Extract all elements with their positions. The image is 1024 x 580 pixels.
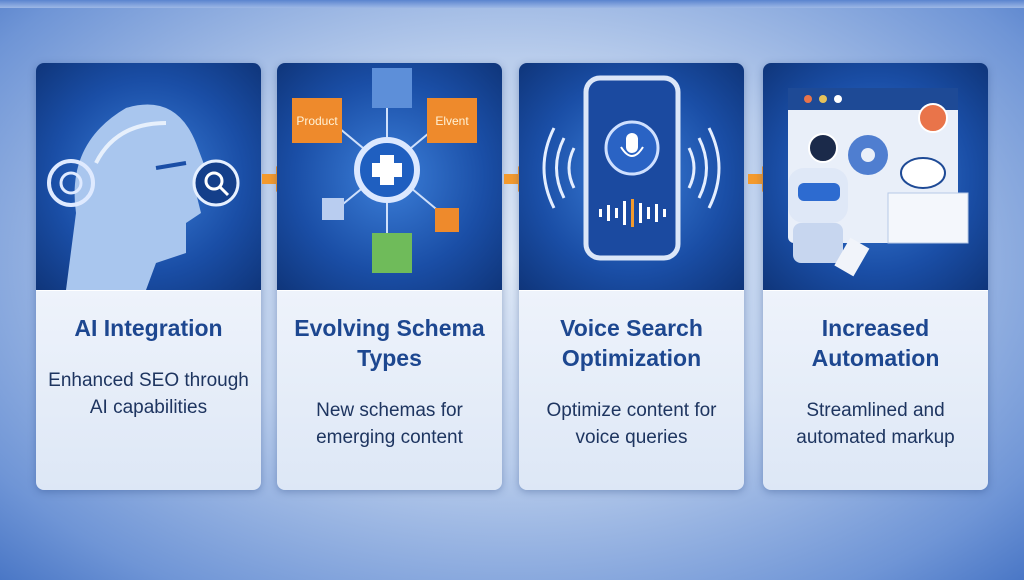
schema-network-icon: Product Elvent bbox=[277, 63, 502, 290]
step-description: New schemas for emerging content bbox=[316, 400, 463, 448]
step-description: Streamlined and automated markup bbox=[796, 400, 955, 448]
step-card-voice-search: Voice Search Optimization Optimize conte… bbox=[519, 63, 744, 490]
product-label: Product bbox=[296, 114, 338, 128]
step-title: Increased Automation bbox=[811, 315, 940, 371]
voice-phone-icon bbox=[519, 63, 744, 290]
step-description: Optimize content for voice queries bbox=[546, 400, 717, 448]
step-title: Voice Search Optimization bbox=[560, 315, 703, 371]
step-title: AI Integration bbox=[74, 315, 223, 341]
top-border bbox=[0, 0, 1024, 8]
step-description: Enhanced SEO through AI capabilities bbox=[48, 370, 249, 418]
step-card-evolving-schema: Product Elvent Evolving Schema Types New… bbox=[277, 63, 502, 490]
step-card-ai-integration: AI Integration Enhanced SEO through AI c… bbox=[36, 63, 261, 490]
step-card-increased-automation: Increased Automation Streamlined and aut… bbox=[763, 63, 988, 490]
robot-automation-icon bbox=[763, 63, 988, 290]
event-label: Elvent bbox=[435, 114, 469, 128]
ai-head-icon bbox=[36, 63, 261, 290]
step-title: Evolving Schema Types bbox=[294, 315, 485, 371]
